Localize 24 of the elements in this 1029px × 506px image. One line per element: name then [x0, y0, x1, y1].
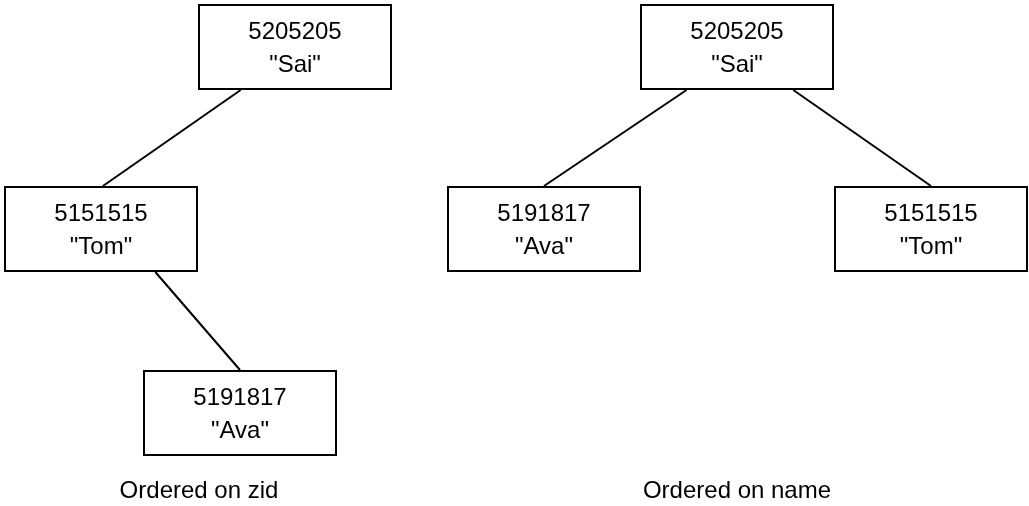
record-box — [198, 4, 392, 90]
tree-link — [154, 271, 241, 371]
tree-caption: Ordered on zid — [119, 476, 279, 504]
record-box — [4, 186, 198, 272]
tree-link — [101, 89, 242, 187]
record-id: 5205205 — [690, 16, 784, 46]
record-box — [640, 4, 834, 90]
record-id: 5205205 — [248, 16, 342, 46]
record-name: "Ava" — [211, 415, 269, 445]
record-box — [143, 370, 337, 456]
record-name: "Ava" — [515, 231, 573, 261]
record-name: "Tom" — [69, 231, 133, 261]
record-name: "Sai" — [711, 49, 763, 79]
record-name: "Tom" — [899, 231, 963, 261]
record-name: "Sai" — [269, 49, 321, 79]
record-box — [447, 186, 641, 272]
record-id: 5151515 — [54, 198, 148, 228]
record-id: 5191817 — [193, 382, 287, 412]
record-box — [834, 186, 1028, 272]
tree-link — [792, 89, 932, 187]
record-id: 5151515 — [884, 198, 978, 228]
tree-caption: Ordered on name — [642, 476, 832, 504]
record-id: 5191817 — [497, 198, 591, 228]
tree-link — [543, 89, 688, 187]
